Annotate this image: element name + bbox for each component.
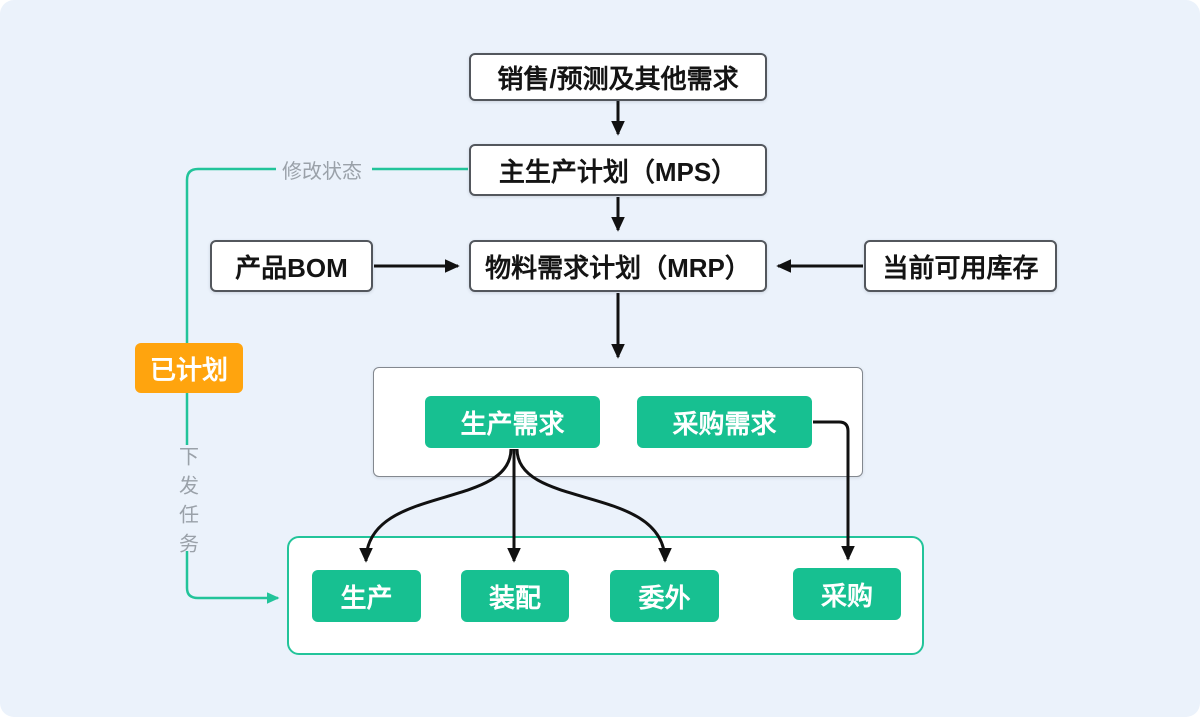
node-planned-status: 已计划: [135, 343, 243, 393]
node-purchase: 采购: [793, 568, 901, 620]
node-outsourcing: 委外: [610, 570, 719, 622]
node-sales-forecast: 销售/预测及其他需求: [469, 53, 767, 101]
wire-modify-label-to-planned: [185, 167, 276, 445]
node-production-demand: 生产需求: [425, 396, 600, 448]
node-purchase-demand: 采购需求: [637, 396, 812, 448]
node-sales-forecast-label: 销售/预测及其他需求: [497, 63, 739, 94]
node-production: 生产: [312, 570, 421, 622]
node-purchase-label: 采购: [820, 580, 873, 611]
edge-label-modify-status: 修改状态: [282, 160, 362, 183]
edge-label-dispatch-task: 下发任务: [175, 446, 198, 562]
arrow-purchdemand-to-purchase: [813, 420, 855, 561]
node-mps: 主生产计划（MPS）: [469, 144, 767, 196]
node-product-bom-label: 产品BOM: [235, 252, 348, 283]
node-available-inventory-label: 当前可用库存: [882, 252, 1039, 283]
node-mps-label: 主生产计划（MPS）: [498, 156, 738, 187]
node-assembly-label: 装配: [488, 582, 541, 613]
node-outsourcing-label: 委外: [638, 582, 691, 613]
node-planned-status-label: 已计划: [149, 354, 228, 385]
wire-planned-to-task-container: [185, 551, 280, 604]
node-available-inventory: 当前可用库存: [864, 240, 1057, 292]
arrow-proddemand-to-outsourcing: [515, 448, 672, 563]
node-mrp: 物料需求计划（MRP）: [469, 240, 767, 292]
arrow-proddemand-to-production: [359, 448, 513, 563]
node-product-bom: 产品BOM: [210, 240, 373, 292]
node-production-label: 生产: [340, 582, 393, 613]
node-assembly: 装配: [461, 570, 569, 622]
node-production-demand-label: 生产需求: [460, 408, 565, 439]
node-mrp-label: 物料需求计划（MRP）: [485, 252, 751, 283]
node-purchase-demand-label: 采购需求: [672, 408, 777, 439]
